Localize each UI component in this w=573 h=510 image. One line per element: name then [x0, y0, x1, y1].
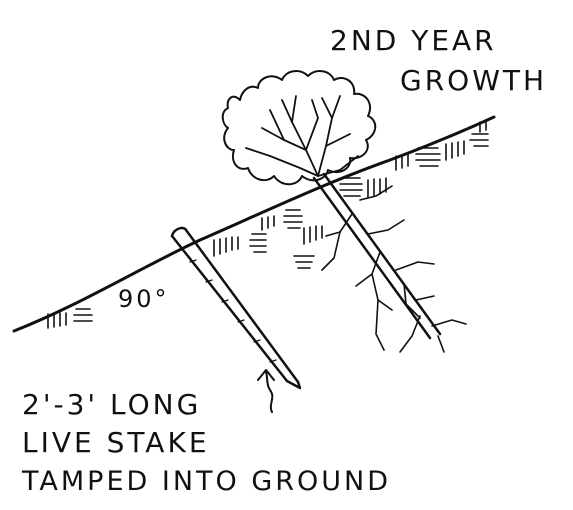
- live-stake: [172, 228, 300, 388]
- stake-label-line1: 2'-3' LONG: [22, 388, 201, 421]
- tree-branches: [246, 96, 358, 176]
- angle-label: 90°: [118, 285, 170, 313]
- growth-label-line1: 2ND YEAR: [330, 24, 497, 57]
- stake-label-line2: LIVE STAKE: [22, 426, 210, 459]
- growth-label-line2: GROWTH: [400, 64, 547, 97]
- stake-label-line3: TAMPED INTO GROUND: [21, 466, 391, 497]
- soil-hatching: [48, 120, 488, 328]
